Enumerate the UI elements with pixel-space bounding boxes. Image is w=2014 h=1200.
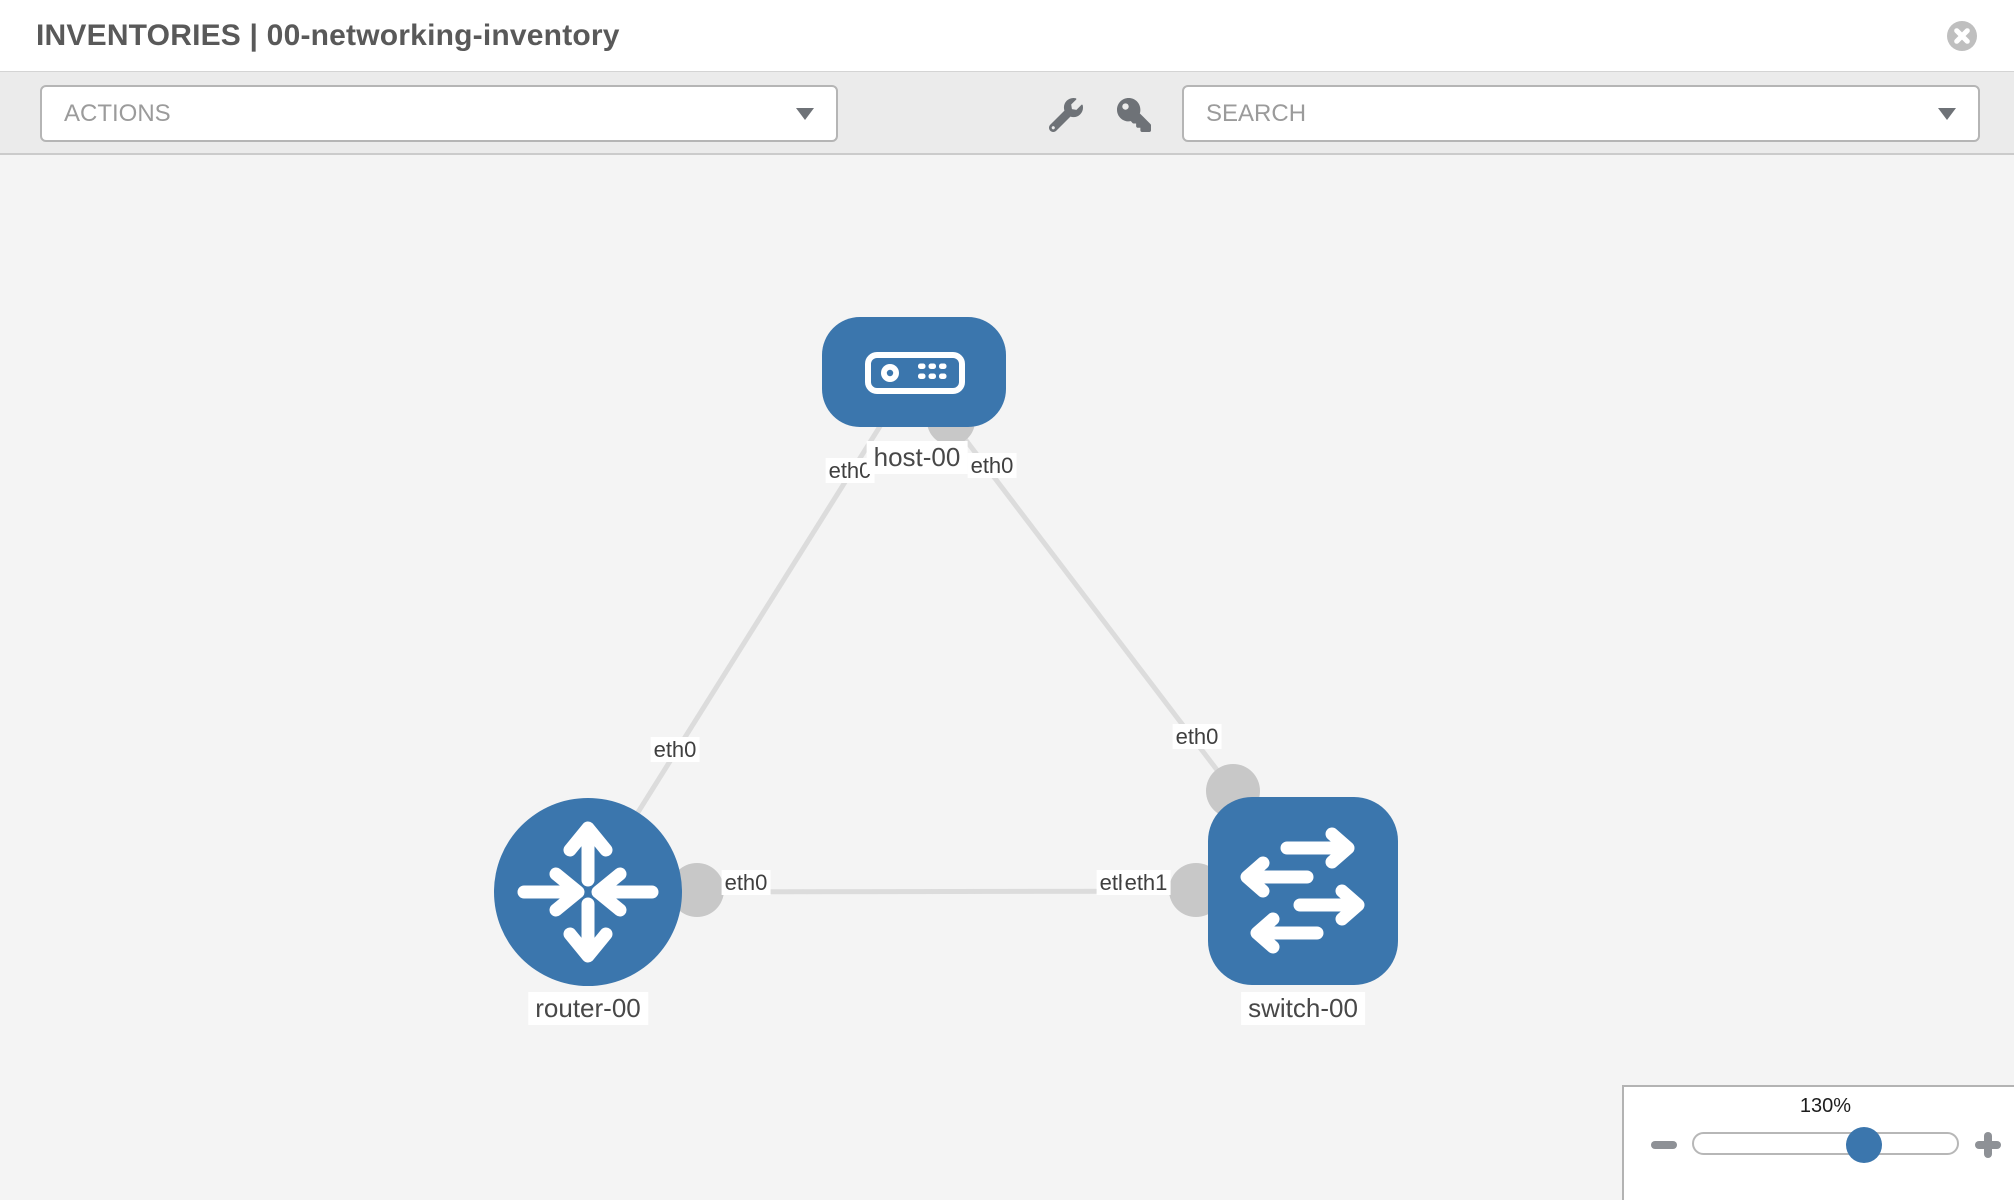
port-router-eth0 <box>670 863 724 917</box>
header: INVENTORIES | 00-networking-inventory <box>0 0 2014 72</box>
node-label-host: host-00 <box>866 441 968 475</box>
zoom-level-value: 130% <box>1799 1095 1852 1117</box>
interface-label-switch-eth1: eth1 <box>1121 870 1171 896</box>
switch-shape[interactable] <box>1208 797 1398 985</box>
interface-label-host-eth0-right: eth0 <box>967 453 1017 479</box>
zoom-slider-handle[interactable] <box>1846 1127 1882 1163</box>
node-router[interactable] <box>494 798 682 986</box>
plus-icon <box>1984 1132 1992 1158</box>
toolbar: ACTIONS SEARCH <box>0 72 2014 155</box>
interface-label-router-eth0-uplink: eth0 <box>650 737 700 763</box>
zoom-slider-track[interactable] <box>1692 1132 1959 1155</box>
interface-label-switch-eth0: eth0 <box>1172 724 1222 750</box>
topology-graph <box>494 317 1398 986</box>
node-switch[interactable] <box>1208 797 1398 985</box>
interface-ports <box>670 397 1260 917</box>
credentials-button[interactable] <box>1116 98 1152 134</box>
actions-dropdown-label: ACTIONS <box>64 99 171 127</box>
search-dropdown[interactable]: SEARCH <box>1182 85 1980 142</box>
router-shape[interactable] <box>494 798 682 986</box>
switch-icon <box>1240 827 1365 954</box>
interface-label-router-eth0: eth0 <box>721 870 771 896</box>
actions-dropdown[interactable]: ACTIONS <box>40 85 838 142</box>
configure-button[interactable] <box>1048 97 1084 134</box>
router-icon <box>517 821 659 963</box>
chevron-down-icon <box>796 107 814 120</box>
close-button[interactable] <box>1946 20 1978 52</box>
page-title: INVENTORIES | 00-networking-inventory <box>36 18 620 52</box>
minus-icon <box>1651 1141 1677 1149</box>
node-label-switch: switch-00 <box>1241 992 1365 1026</box>
chevron-down-icon <box>1938 107 1956 120</box>
node-host[interactable] <box>822 317 1006 427</box>
wrench-icon <box>1048 97 1083 133</box>
close-icon <box>1947 20 1977 51</box>
host-shape[interactable] <box>822 317 1006 427</box>
interface-label-host-eth0-left: eth0 <box>825 458 875 484</box>
zoom-control-panel: 130% <box>1622 1085 2014 1200</box>
zoom-out-button[interactable] <box>1647 1128 1681 1162</box>
node-label-router: router-00 <box>528 992 648 1026</box>
key-icon <box>1117 98 1151 132</box>
zoom-in-button[interactable] <box>1971 1128 2005 1162</box>
search-dropdown-label: SEARCH <box>1206 99 1307 127</box>
host-icon <box>865 352 965 394</box>
topology-canvas[interactable]: eth0 eth0 eth0 eth0 eth0 eth0 eth1 host-… <box>0 155 2014 1200</box>
